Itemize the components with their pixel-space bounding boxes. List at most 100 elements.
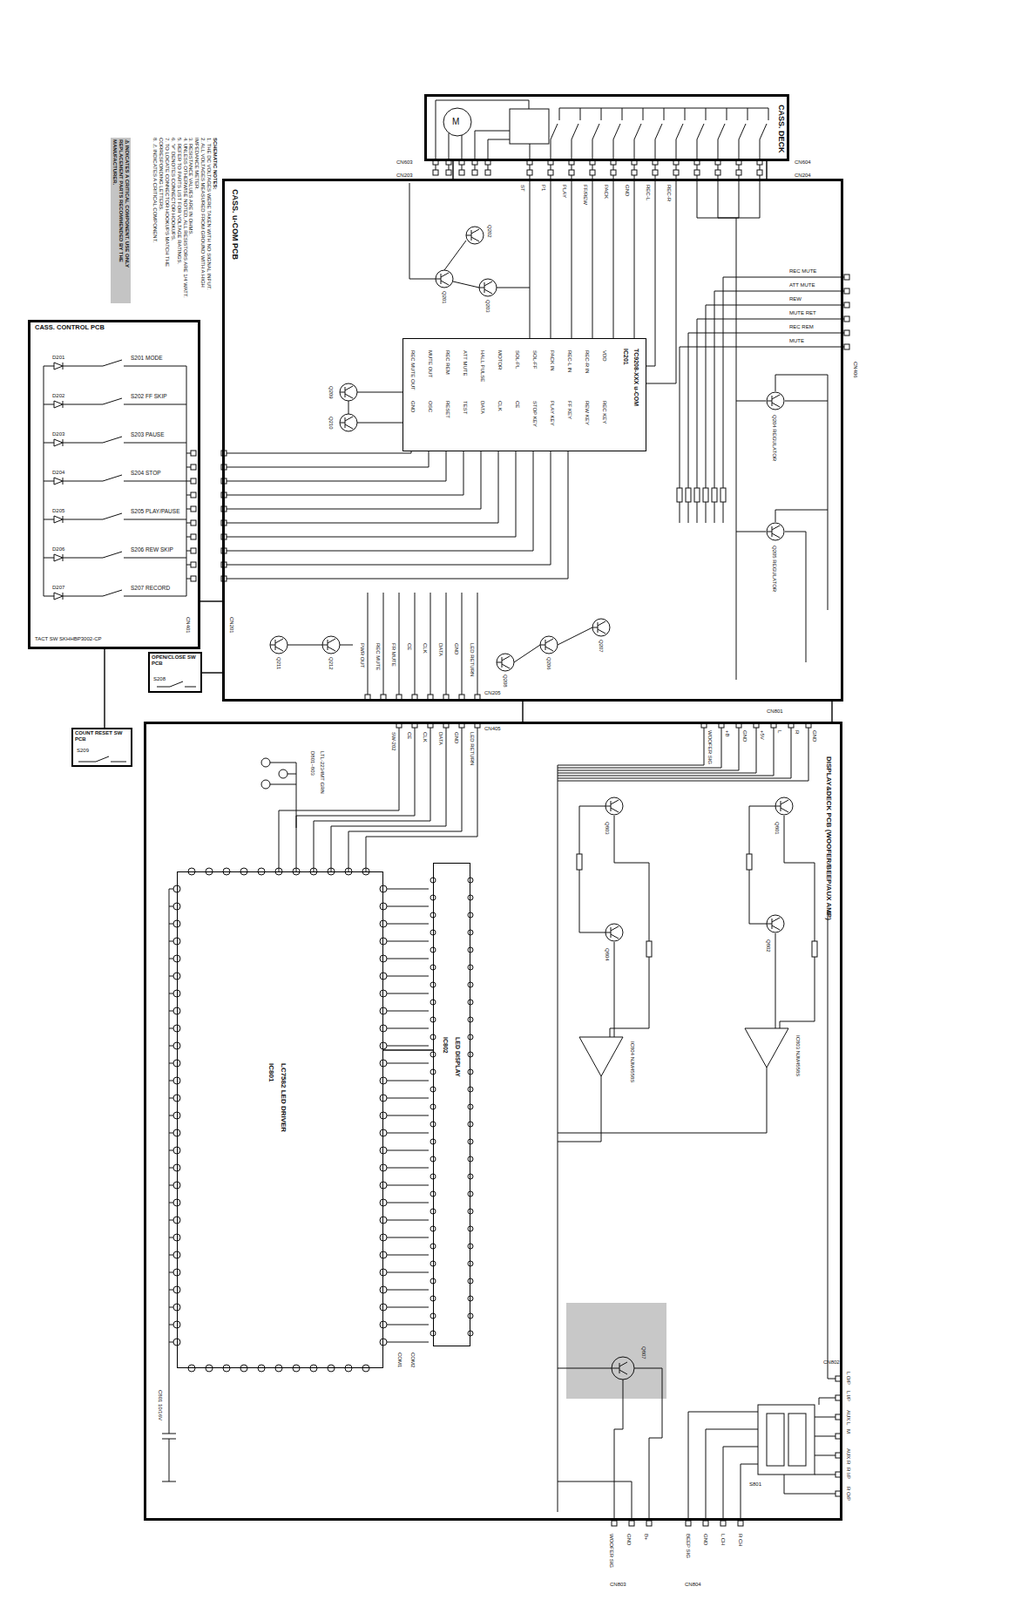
connector-pin [485, 169, 491, 176]
signal-name: CLK [421, 731, 428, 743]
wire [557, 727, 739, 771]
wire [726, 108, 728, 121]
transistor-label: Q205 REGULATOR [771, 545, 778, 592]
resistor-symbol [746, 853, 752, 870]
wire [169, 1010, 174, 1012]
wire [345, 416, 353, 421]
diode-label: D205 [52, 507, 65, 515]
component-symbol [379, 1303, 387, 1311]
connector-pin [718, 722, 724, 728]
text-anchor: Q210 [333, 416, 347, 423]
transistor-label: Q212 [327, 656, 334, 670]
wire [471, 236, 480, 242]
component-symbol [430, 1121, 436, 1127]
component-symbol [173, 972, 181, 980]
wire [619, 1361, 628, 1367]
resistor-symbol [711, 487, 718, 502]
note-text: 8. ⚠ INDICATES A CRITICAL COMPONENT. [151, 137, 158, 305]
wire [775, 509, 828, 522]
node-title: OPEN/CLOSE SW PCB [151, 654, 199, 667]
wire [169, 975, 174, 977]
connector-pin [589, 159, 596, 165]
wire [43, 404, 55, 406]
connector-pin [568, 169, 575, 176]
text-anchor: CN205 [484, 690, 501, 697]
wire [559, 108, 561, 121]
component-symbol [592, 618, 610, 636]
wire [102, 513, 122, 520]
text-anchor: ST [525, 184, 533, 191]
wire-connector [202, 671, 223, 674]
text-anchor: SCHEMATIC NOTES: [211, 137, 218, 305]
component-symbol [430, 929, 436, 935]
switch-label: S202 FF SKIP [130, 392, 168, 400]
note-text: SCHEMATIC NOTES: [211, 137, 218, 305]
component-symbol [240, 867, 248, 875]
wire [529, 164, 531, 170]
wire [327, 638, 336, 643]
signal-name: GND [702, 1533, 709, 1545]
part-note: TACT SW SKHHBP3002-CP [34, 635, 102, 643]
wire [444, 240, 467, 271]
switch-label: S206 REW SKIP [130, 546, 174, 553]
wire [226, 451, 516, 537]
wire [123, 595, 187, 597]
wire-connector [383, 1048, 433, 1051]
wire [226, 451, 481, 509]
wire [723, 277, 845, 488]
component-symbol [270, 635, 288, 654]
wire [705, 1428, 758, 1521]
wire [386, 993, 429, 995]
connector-pin [835, 1471, 841, 1477]
transistor-label: Q210 [327, 416, 334, 430]
text-anchor: REW KEY [589, 400, 615, 407]
component-symbol [339, 413, 358, 432]
wire [345, 424, 353, 429]
wire [186, 522, 191, 524]
text-anchor: S207 RECORD [130, 584, 170, 591]
wire [386, 1306, 429, 1308]
text-anchor: R [799, 730, 804, 737]
text-anchor: CN203 [396, 172, 413, 179]
text-anchor: 4. UNLESS OTHERWISE NOTED, ALL RESISTORS… [182, 137, 189, 305]
component-symbol [379, 1024, 387, 1032]
resistor-symbol [811, 940, 818, 957]
motor-label: M [452, 116, 460, 128]
connector-pin [568, 159, 575, 165]
text-anchor: REC REM [450, 350, 475, 357]
text-anchor: CN406 [858, 361, 875, 368]
wire [484, 289, 493, 294]
component-symbol [223, 1364, 230, 1372]
text-anchor: S209 [76, 747, 89, 754]
wire [557, 727, 792, 778]
component-symbol [173, 1094, 181, 1102]
component-symbol [430, 1016, 436, 1022]
connector-pin [221, 575, 227, 582]
transistor-label: Q207 [597, 639, 604, 653]
resistor-symbol [788, 1413, 806, 1466]
ic-pin-name: REW KEY [583, 400, 590, 426]
text-anchor: Q804 [609, 947, 623, 954]
signal-name: REW [789, 296, 802, 303]
connector-label: CN803 [609, 1581, 627, 1588]
wire [747, 108, 749, 121]
signal-name: B+ [642, 1533, 650, 1541]
text-anchor: L [782, 730, 785, 737]
signal-name: R [793, 730, 800, 734]
ic-pin-name: MUTE OUT [426, 350, 433, 378]
wire [613, 175, 615, 339]
text-anchor: CASS. DECK [785, 104, 835, 114]
wire [679, 501, 681, 523]
diode-label: D204 [52, 469, 65, 476]
text-anchor: L CH [725, 1533, 738, 1540]
wire [95, 756, 109, 762]
transistor-label: Q201 [440, 290, 447, 305]
text-anchor: Q802 [771, 939, 785, 946]
text-anchor: C801 10/16V [162, 1389, 194, 1396]
connector-pin [221, 492, 227, 498]
text-anchor: Q207 [603, 639, 617, 646]
connector-pin [771, 722, 777, 728]
wire [430, 592, 432, 695]
wire [186, 480, 191, 482]
pin-name: ST [519, 184, 526, 192]
